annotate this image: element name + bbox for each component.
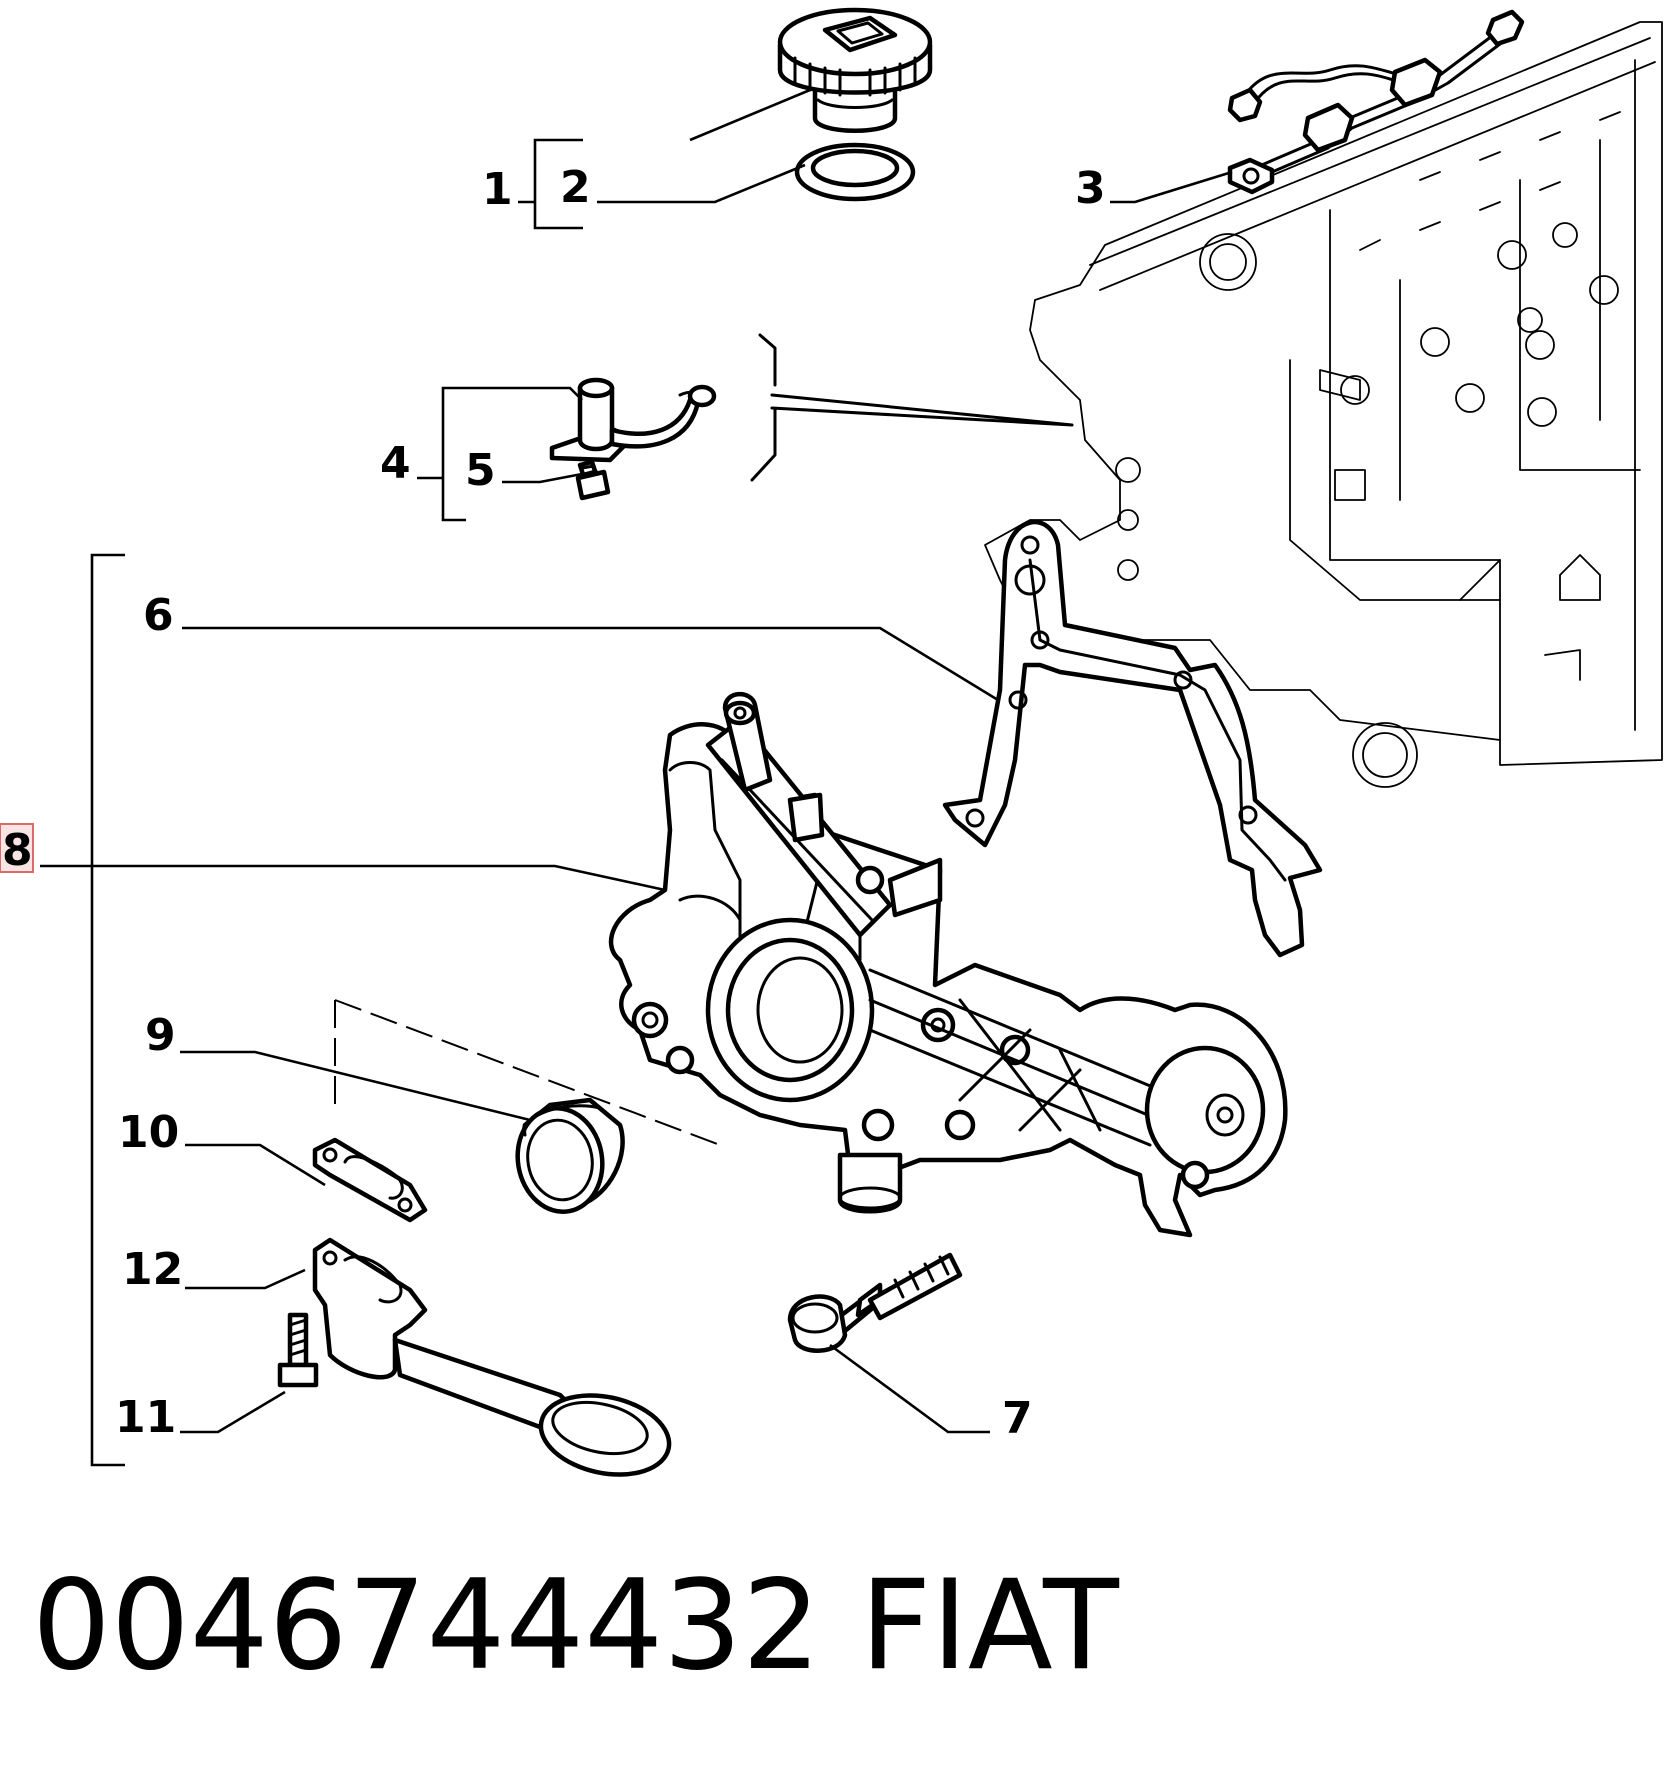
oil-seal [515, 1097, 625, 1214]
callout-8-highlight [0, 823, 34, 873]
cover-bolt [787, 1252, 963, 1353]
filler-cap-seal [794, 142, 916, 202]
callout-10: 10 [118, 1107, 179, 1158]
pickup-gasket [312, 1137, 428, 1223]
sensor [549, 377, 717, 463]
callout-1: 1 [482, 164, 513, 215]
callout-labels: 1 2 3 4 5 6 8 9 10 12 11 7 [0, 162, 1106, 1444]
leader-lines [40, 88, 1233, 1467]
part-number: 0046744432 [32, 1554, 821, 1698]
oil-pump-cover [608, 691, 1288, 1238]
callout-3: 3 [1075, 163, 1106, 214]
callout-8: 8 [2, 825, 33, 876]
alignment-line [334, 999, 721, 1146]
callout-7: 7 [1002, 1393, 1033, 1444]
engine-block [984, 21, 1663, 788]
sensor-screw [575, 459, 611, 501]
pickup-bolt [277, 1312, 319, 1388]
callout-2: 2 [560, 162, 591, 213]
wiring-harness [1227, 9, 1525, 195]
callout-9: 9 [145, 1010, 176, 1061]
brand-name: FIAT [860, 1554, 1120, 1698]
filler-cap [777, 7, 933, 133]
gasket [942, 519, 1323, 958]
sensor-location-leader [750, 333, 1074, 482]
callout-5: 5 [465, 445, 496, 496]
callout-12: 12 [122, 1244, 183, 1295]
callout-11: 11 [115, 1392, 176, 1443]
oil-pickup [312, 1237, 672, 1477]
callout-4: 4 [380, 438, 411, 489]
callout-6: 6 [143, 590, 174, 641]
